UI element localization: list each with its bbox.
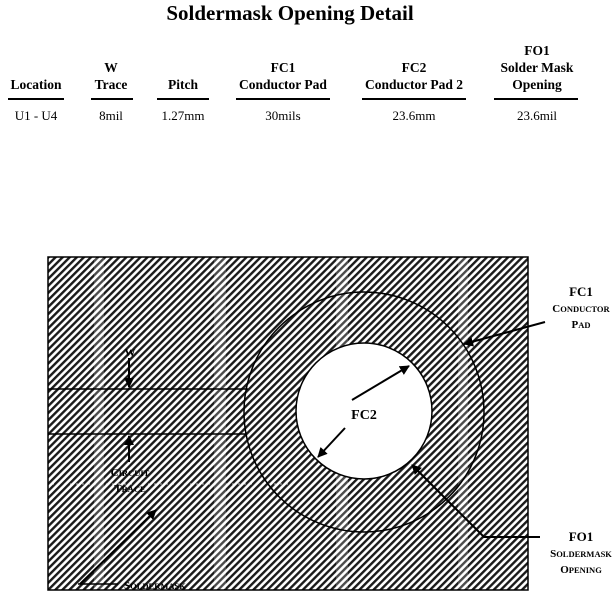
header-underline	[157, 98, 209, 100]
fc1-pad-label: PAD	[571, 319, 590, 331]
column-value-pitch: 1.27mm	[161, 108, 205, 123]
header-line: Opening	[512, 77, 562, 92]
column-header-location: Location	[0, 76, 72, 93]
fc1-conductor-label: CONDUCTOR	[552, 303, 610, 315]
fc1-code-label: FC1	[569, 284, 593, 299]
fo1-soldermask-label: SOLDERMASK	[550, 548, 612, 560]
header-line: Pitch	[168, 77, 198, 92]
header-line: FO1	[524, 43, 550, 58]
page-title: Soldermask Opening Detail	[166, 1, 414, 25]
column-value-fc2: 23.6mm	[392, 108, 436, 123]
header-line: Solder Mask	[500, 60, 574, 75]
w-label: W	[125, 347, 136, 359]
column-fc2: FC2 Conductor Pad 2 23.6mm	[356, 42, 472, 137]
column-trace: W Trace 8mil	[86, 42, 136, 137]
header-underline	[494, 98, 578, 100]
header-line: W	[104, 60, 118, 75]
fc2-arrow-upper	[351, 365, 410, 401]
header-underline	[91, 98, 133, 100]
header-line: Conductor Pad	[239, 77, 327, 92]
fo1-opening-label: OPENING	[560, 564, 602, 576]
column-value-fo1: 23.6mil	[516, 108, 558, 123]
column-fo1: FO1 Solder Mask Opening 23.6mil	[490, 42, 584, 137]
column-header-fc2: FC2 Conductor Pad 2	[356, 59, 472, 93]
column-header-fo1: FO1 Solder Mask Opening	[490, 42, 584, 93]
column-header-pitch: Pitch	[152, 76, 214, 93]
fo1-leader	[411, 464, 540, 538]
fc2-arrow-lower	[317, 427, 346, 458]
column-pitch: Pitch 1.27mm	[152, 42, 214, 137]
header-line: FC1	[270, 60, 296, 75]
soldermask-label: SOLDERMASK	[124, 580, 186, 592]
conductor-pad-circle	[243, 291, 485, 533]
column-fc1: FC1 Conductor Pad 30mils	[230, 42, 336, 137]
fc2-label: FC2	[351, 408, 377, 423]
header-line: Location	[10, 77, 62, 92]
trace-label: TRACE	[114, 483, 146, 495]
header-underline	[236, 98, 330, 100]
column-header-fc1: FC1 Conductor Pad	[230, 59, 336, 93]
fc1-leader	[463, 321, 546, 347]
header-underline	[362, 98, 466, 100]
header-underline	[8, 98, 64, 100]
header-line: FC2	[401, 60, 427, 75]
column-location: Location U1 - U4	[0, 42, 72, 137]
soldermask-leader	[79, 509, 157, 585]
column-value-fc1: 30mils	[265, 108, 301, 123]
fo1-code-label: FO1	[569, 529, 594, 544]
column-value-trace: 8mil	[99, 108, 123, 123]
circuit-label: CIRCUIT	[111, 467, 150, 479]
header-line: Trace	[94, 77, 128, 92]
soldermask-board	[47, 256, 529, 591]
header-line: Conductor Pad 2	[364, 77, 463, 92]
column-header-trace: W Trace	[86, 59, 136, 93]
column-value-location: U1 - U4	[14, 108, 58, 123]
